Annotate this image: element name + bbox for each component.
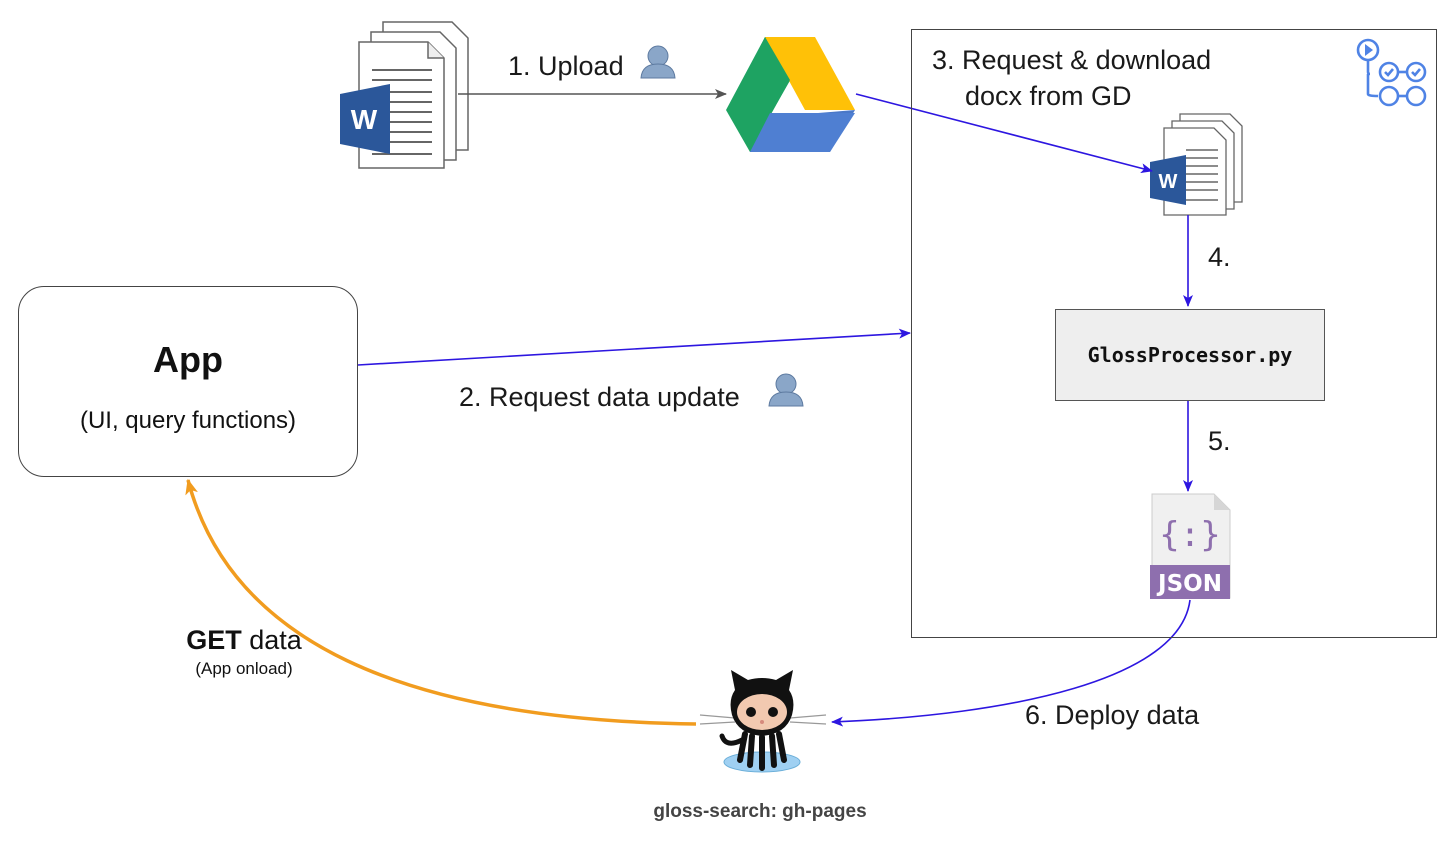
- github-actions-icon: [1356, 38, 1427, 107]
- actions-workflow-box: [911, 29, 1437, 638]
- gloss-processor-box: GlossProcessor.py: [1055, 309, 1325, 401]
- step-request-download-line1: 3. Request & download: [932, 45, 1212, 75]
- step-5-label: 5.: [1208, 426, 1231, 456]
- google-drive-icon: [726, 37, 855, 152]
- step-request-download-line2: docx from GD: [965, 81, 1132, 111]
- json-file-icon: JSON {:}: [1150, 493, 1231, 599]
- github-pages-label: gloss-search: gh-pages: [653, 801, 867, 822]
- user-icon: [768, 373, 804, 407]
- step-request-update-label: 2. Request data update: [459, 382, 740, 412]
- gloss-processor-label: GlossProcessor.py: [1087, 343, 1293, 367]
- app-subtitle: (UI, query functions): [79, 407, 297, 434]
- user-icon: [640, 45, 676, 79]
- deploy-arrow: [831, 599, 1191, 727]
- step-deploy-label: 6. Deploy data: [1025, 700, 1200, 730]
- get-data-text: data: [241, 625, 302, 655]
- word-logo-letter: W: [351, 104, 378, 135]
- downloaded-docx-icon: W: [1150, 113, 1243, 216]
- step-upload-label: 1. Upload: [508, 51, 624, 81]
- json-badge-text: JSON: [1156, 571, 1222, 597]
- app-box: App (UI, query functions): [18, 286, 358, 477]
- octocat-icon: [699, 670, 827, 773]
- get-data-note: (App onload): [195, 659, 293, 678]
- get-method: GET: [186, 625, 242, 655]
- app-title: App: [153, 339, 223, 380]
- request-update-arrow: [357, 328, 911, 366]
- word-logo-letter-small: W: [1159, 171, 1178, 193]
- download-arrow: [855, 93, 1153, 174]
- get-data-label: GET data (App onload): [160, 627, 328, 679]
- word-documents-icon: W: [340, 21, 469, 169]
- get-data-arrow: [185, 478, 697, 726]
- step-4-label: 4.: [1208, 242, 1231, 272]
- json-braces-glyph: {:}: [1159, 515, 1220, 555]
